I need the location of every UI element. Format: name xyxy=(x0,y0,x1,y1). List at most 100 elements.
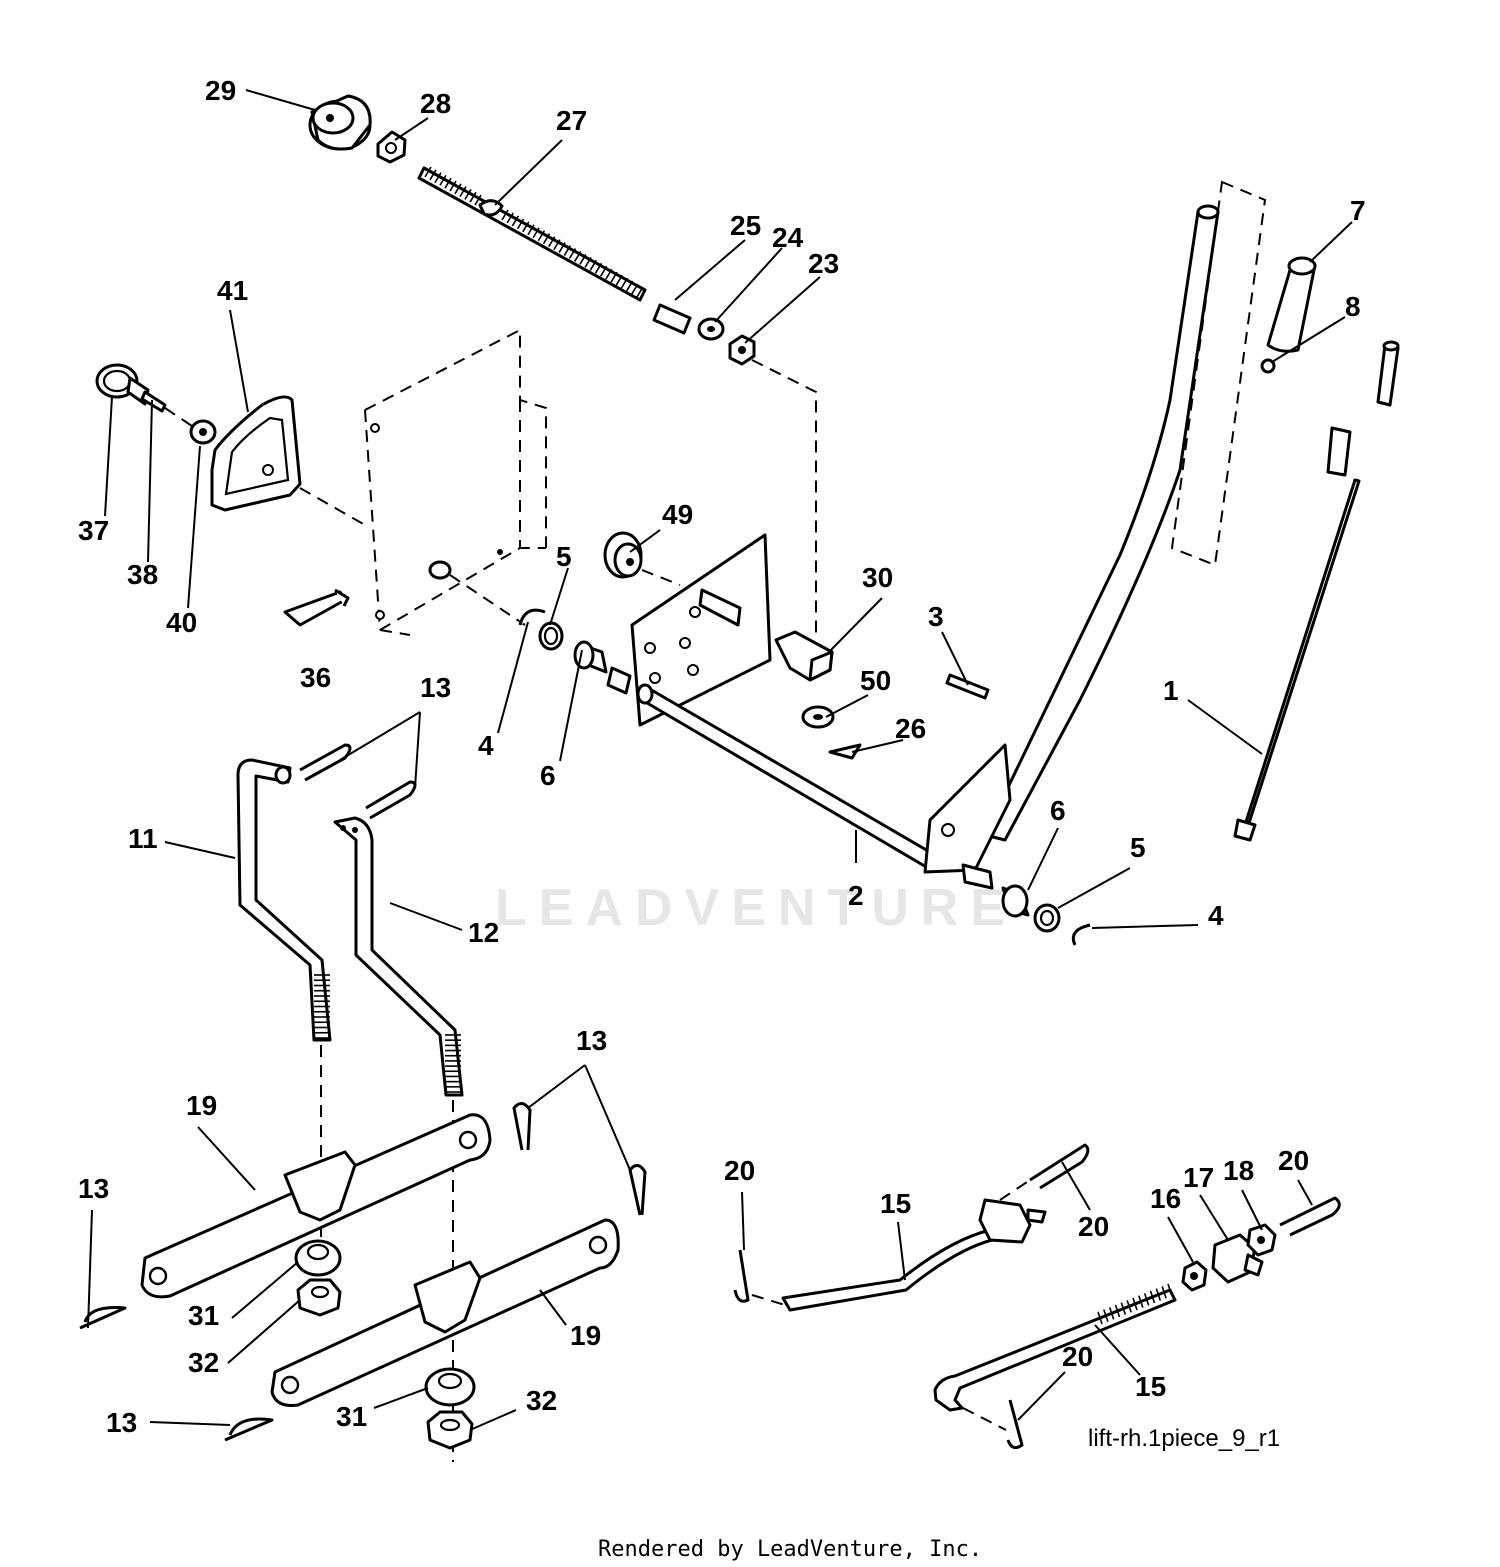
callout-37: 37 xyxy=(78,515,109,546)
nut-32-lower xyxy=(426,1410,474,1450)
guide-49-plate xyxy=(641,569,681,586)
callout-6-right: 6 xyxy=(1050,795,1066,826)
hairpin-13-top-b xyxy=(365,780,417,820)
frame-stud xyxy=(428,560,452,580)
callout-32-lower: 32 xyxy=(526,1385,557,1416)
hairpin-13-mid-b xyxy=(628,1164,647,1216)
callout-8: 8 xyxy=(1345,291,1361,322)
washer-5-right xyxy=(1033,903,1061,933)
hairpin-13-top-a xyxy=(299,743,352,782)
callout-13-top: 13 xyxy=(420,672,451,703)
callouts: 29 28 27 25 24 23 7 8 4 1 37 38 40 49 5 3… xyxy=(78,75,1366,1438)
callout-13-bottom: 13 xyxy=(106,1407,137,1438)
spring-25 xyxy=(652,303,692,335)
callout-28: 28 xyxy=(420,88,451,119)
hairpin-13-mid-a xyxy=(512,1102,532,1151)
callout-26: 26 xyxy=(895,713,926,744)
adjustment-rod-27 xyxy=(417,166,647,302)
hairpin-20-left xyxy=(733,1249,750,1303)
lift-arm-19-lower xyxy=(270,1218,620,1407)
nut-32-upper xyxy=(296,1278,342,1317)
callout-15-upper: 15 xyxy=(880,1188,911,1219)
callout-13-left: 13 xyxy=(78,1173,109,1204)
callout-12: 12 xyxy=(468,917,499,948)
link-rod-15-lower xyxy=(933,1283,1177,1412)
lift-link-11 xyxy=(236,758,332,1042)
bushing-6-left xyxy=(573,640,608,674)
callout-18: 18 xyxy=(1223,1155,1254,1186)
callout-20-upper: 20 xyxy=(1078,1211,1109,1242)
hairpin-20-right xyxy=(1279,1196,1341,1237)
set-screw-8 xyxy=(1260,358,1276,374)
callout-40: 40 xyxy=(166,607,197,638)
callout-27: 27 xyxy=(556,105,587,136)
spacer-31-lower xyxy=(424,1367,476,1407)
callout-32-upper: 32 xyxy=(188,1347,219,1378)
callout-20-bottom: 20 xyxy=(1062,1341,1093,1372)
lift-handle xyxy=(923,204,1220,890)
callout-38: 38 xyxy=(127,559,158,590)
callout-19-upper: 19 xyxy=(186,1090,217,1121)
lift-link-12 xyxy=(333,816,464,1097)
callout-50: 50 xyxy=(860,665,891,696)
guide-20-left xyxy=(751,1294,786,1306)
callout-15-lower: 15 xyxy=(1135,1371,1166,1402)
callout-13-mid: 13 xyxy=(576,1025,607,1056)
link-rod-15-upper xyxy=(781,1198,1047,1312)
callout-29: 29 xyxy=(205,75,236,106)
frame-panel-lower xyxy=(379,547,546,631)
callout-3: 3 xyxy=(928,601,944,632)
callout-20-right: 20 xyxy=(1278,1145,1309,1176)
callout-11: 11 xyxy=(128,823,158,854)
bushing-6-right xyxy=(1001,884,1030,918)
callout-16: 16 xyxy=(1150,1183,1181,1214)
guide-stud-4 xyxy=(449,574,526,626)
washer-24 xyxy=(697,317,725,341)
hairpin-20-upper xyxy=(1029,1143,1090,1190)
mounting-bracket-41 xyxy=(210,395,302,512)
washer-5-left xyxy=(538,621,564,651)
grip-7 xyxy=(1266,256,1317,353)
callout-4-left: 4 xyxy=(478,730,494,761)
callout-25: 25 xyxy=(730,210,761,241)
trunnion-30 xyxy=(774,630,834,682)
hairpin-13-left xyxy=(79,1306,127,1330)
nut-18 xyxy=(1246,1223,1277,1257)
hairpin-13-bottom xyxy=(224,1417,274,1442)
guide-20-upper xyxy=(999,1179,1031,1201)
callout-1: 1 xyxy=(1163,675,1179,706)
callout-31-upper: 31 xyxy=(188,1300,219,1331)
washer-40 xyxy=(189,419,217,445)
callout-36: 36 xyxy=(300,662,331,693)
callout-7: 7 xyxy=(1350,195,1366,226)
guide-41-panel xyxy=(299,487,366,526)
washer-50 xyxy=(801,705,835,729)
callout-6-left: 6 xyxy=(540,760,556,791)
release-rod-1 xyxy=(1233,340,1400,842)
bushing-49 xyxy=(603,531,643,579)
callout-24: 24 xyxy=(772,222,804,253)
pin-3 xyxy=(945,673,990,700)
nut-16 xyxy=(1181,1260,1208,1292)
hairpin-20-bottom xyxy=(1006,1399,1024,1450)
grip-guide-box xyxy=(1170,180,1267,567)
nut-23 xyxy=(728,334,756,366)
trunnion-17 xyxy=(1211,1233,1264,1284)
callout-30: 30 xyxy=(862,562,893,593)
render-credit: Rendered by LeadVenture, Inc. xyxy=(598,1537,982,1562)
callout-20-left: 20 xyxy=(724,1155,755,1186)
callout-17: 17 xyxy=(1183,1162,1214,1193)
knob-29 xyxy=(308,94,372,151)
pin-36 xyxy=(283,588,350,627)
guide-23-30 xyxy=(751,359,817,640)
callout-19-lower: 19 xyxy=(570,1320,601,1351)
callout-23: 23 xyxy=(808,248,839,279)
guide-20-bottom xyxy=(962,1407,1007,1431)
callout-31-lower: 31 xyxy=(336,1401,367,1432)
diagram-reference-code: lift-rh.1piece_9_r1 xyxy=(1088,1425,1280,1452)
spacer-31-upper xyxy=(294,1239,342,1277)
bolt-38 xyxy=(126,376,167,413)
callout-49: 49 xyxy=(662,499,693,530)
callout-5-right: 5 xyxy=(1130,832,1146,863)
